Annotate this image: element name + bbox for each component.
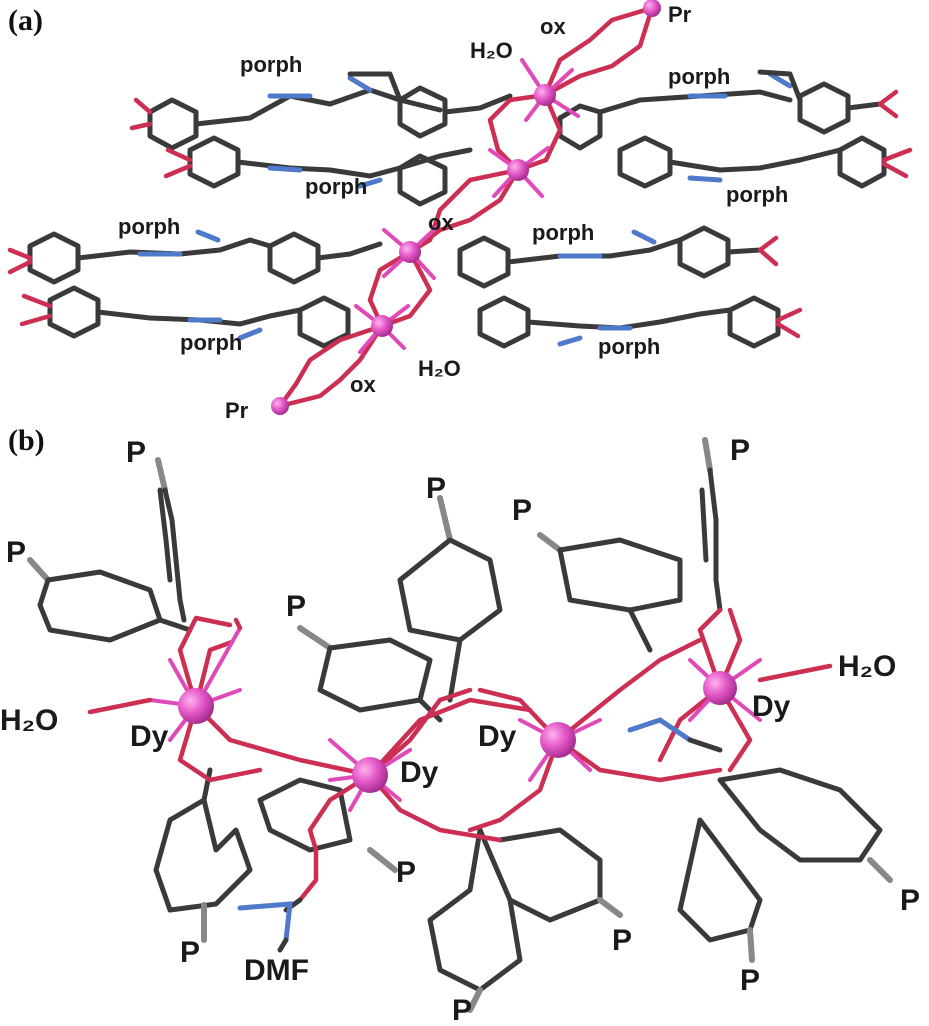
dy-label: Dy (478, 720, 517, 753)
p-label: P (426, 472, 446, 505)
metal-oxalate-chain (271, 0, 661, 415)
dy-label: Dy (400, 756, 439, 789)
panel-a: (a) (7, 0, 913, 423)
water-label-left: H₂O (0, 704, 58, 737)
phenyl-rings-right (537, 437, 893, 963)
p-label: P (512, 494, 532, 527)
phenyl-rings-middle (257, 495, 623, 1013)
porphyrin-layer-3 (7, 225, 779, 289)
porph-label: porph (118, 214, 180, 239)
porph-label: porph (240, 52, 302, 77)
pr-label-top: Pr (668, 2, 692, 27)
porph-label: porph (726, 182, 788, 207)
p-label: P (452, 994, 472, 1026)
phenyl-rings-left (27, 457, 253, 943)
p-label: P (900, 884, 920, 917)
porphyrin-layer-4 (19, 285, 803, 349)
porph-label: porph (668, 64, 730, 89)
water-label-bottom: H₂O (418, 356, 461, 381)
panel-b-label: (b) (8, 424, 45, 457)
p-label: P (6, 536, 26, 569)
p-label: P (612, 924, 632, 957)
dy-label: Dy (130, 720, 169, 753)
panel-b: (b) (0, 424, 920, 1026)
porph-label: porph (180, 330, 242, 355)
water-label-top: H₂O (470, 38, 513, 63)
p-label: P (126, 436, 146, 469)
p-label: P (286, 590, 306, 623)
p-label: P (730, 434, 750, 467)
pr-label-bottom: Pr (225, 398, 249, 423)
porphyrin-layer-2 (163, 135, 913, 207)
ox-label-mid: ox (428, 210, 454, 235)
porphyrin-layer-1 (129, 69, 899, 151)
p-label: P (180, 936, 200, 969)
panel-a-label: (a) (8, 4, 43, 37)
ox-label-top: ox (540, 14, 566, 39)
porph-label: porph (598, 334, 660, 359)
p-label: P (396, 856, 416, 889)
dy-carboxylate-framework (87, 607, 833, 953)
dy-label: Dy (752, 690, 791, 723)
p-label: P (740, 964, 760, 997)
water-label-right: H₂O (838, 650, 896, 683)
dmf-label: DMF (244, 954, 309, 987)
porph-label: porph (532, 220, 594, 245)
ox-label-bottom: ox (350, 372, 376, 397)
porph-label: porph (305, 174, 367, 199)
